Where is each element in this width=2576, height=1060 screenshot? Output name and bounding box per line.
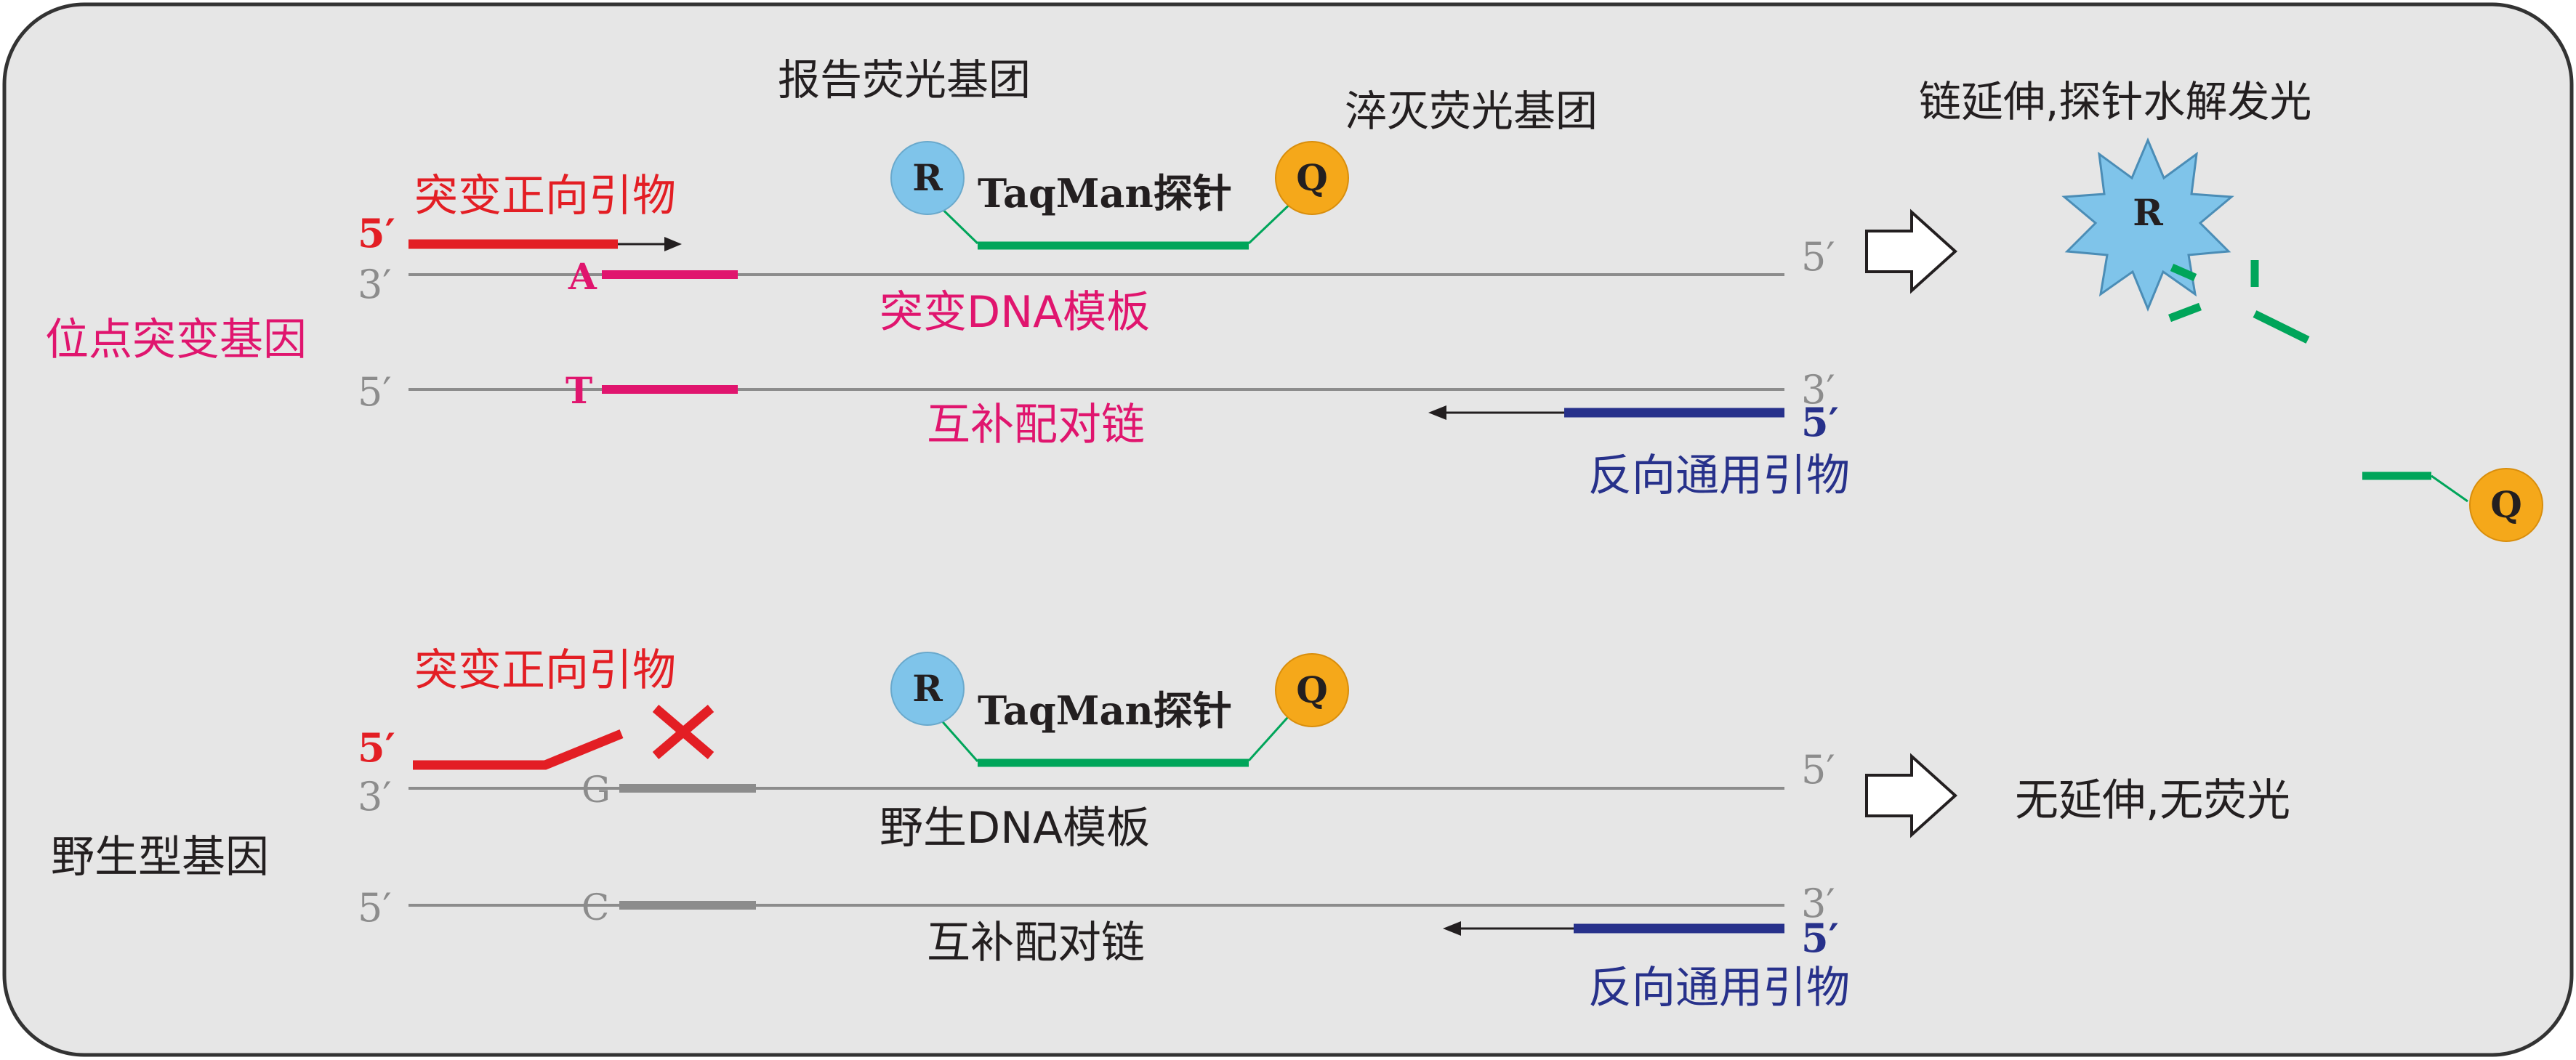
reporter-dye-bottom [890,652,965,726]
quencher-letter-top: Q [1296,156,1328,199]
label-reporter-group: 报告荧光基团 [778,55,1031,105]
probe-fragment-4 [2253,310,2310,344]
released-reporter-star [2061,137,2234,312]
label-five-prime-reverse-top: 5′ [1801,399,1839,445]
label-taqman-probe-top: TaqMan探针 [978,170,1232,217]
label-mutant-gene: 位点突变基因 [45,315,307,365]
label-mutant-forward-primer-top: 突变正向引物 [414,171,676,222]
label-result-mutant: 链延伸,探针水解发光 [1919,77,2311,126]
reverse-arrow-head-bottom [1443,921,1461,936]
result-arrow-bottom [1865,753,1957,838]
label-reverse-primer-bottom: 反向通用引物 [1588,963,1850,1014]
label-five-prime-primer-top: 5′ [358,210,395,256]
label-reverse-primer-top: 反向通用引物 [1588,450,1850,501]
label-five-prime-reverse-bottom: 5′ [1801,915,1839,961]
label-three-prime-template-top: 3′ [358,262,392,307]
mutant-complement-base: T [565,369,592,412]
label-three-prime-template-bottom: 3′ [358,774,392,820]
label-mutant-template: 突变DNA模板 [880,287,1150,338]
reporter-letter-top: R [912,156,943,199]
label-five-prime-comp-bottom: 5′ [358,885,392,931]
label-wild-template: 野生DNA模板 [880,803,1150,854]
label-mutant-forward-primer-bottom: 突变正向引物 [414,645,676,696]
mutant-template-base: A [568,255,597,298]
label-complementary-strand-top: 互补配对链 [927,400,1145,450]
no-extension-cross-icon [652,705,715,759]
mismatched-primer-line [413,729,624,770]
released-quencher-dye [2469,468,2543,542]
extension-arrow-head-top [664,237,682,251]
reporter-dye-top [890,141,965,215]
label-five-prime-primer-bottom: 5′ [358,724,395,771]
label-five-prime-comp-top: 5′ [358,369,392,415]
label-complementary-strand-bottom: 互补配对链 [927,918,1145,968]
wild-template-base: G [581,769,611,811]
released-quencher-letter: Q [2490,483,2522,526]
result-arrow-top [1865,209,1957,294]
wild-complement-base: C [581,886,609,928]
reporter-letter-bottom: R [912,667,943,710]
label-three-prime-comp-bottom: 3′ [1801,881,1835,926]
label-taqman-probe-bottom: TaqMan探针 [978,687,1232,734]
quencher-dye-bottom [1275,653,1349,727]
label-wild-gene: 野生型基因 [51,832,269,883]
released-quencher-linker [2431,474,2468,503]
label-result-wild: 无延伸,无荧光 [2015,775,2290,826]
probe-fragment-3 [2168,302,2202,323]
reverse-arrow-head-top [1428,405,1446,420]
probe-linker-right-bottom [1247,709,1295,762]
probe-linker-right-top [1247,199,1295,245]
label-three-prime-comp-top: 3′ [1801,367,1835,413]
probe-fragment-1 [2170,263,2197,282]
label-five-prime-template-top: 5′ [1801,234,1835,280]
quencher-dye-top [1275,141,1349,215]
label-quencher-group: 淬灭荧光基团 [1345,86,1598,136]
released-reporter-letter: R [2133,191,2163,234]
label-five-prime-template-bottom: 5′ [1801,747,1835,793]
quencher-letter-bottom: Q [1296,668,1328,711]
